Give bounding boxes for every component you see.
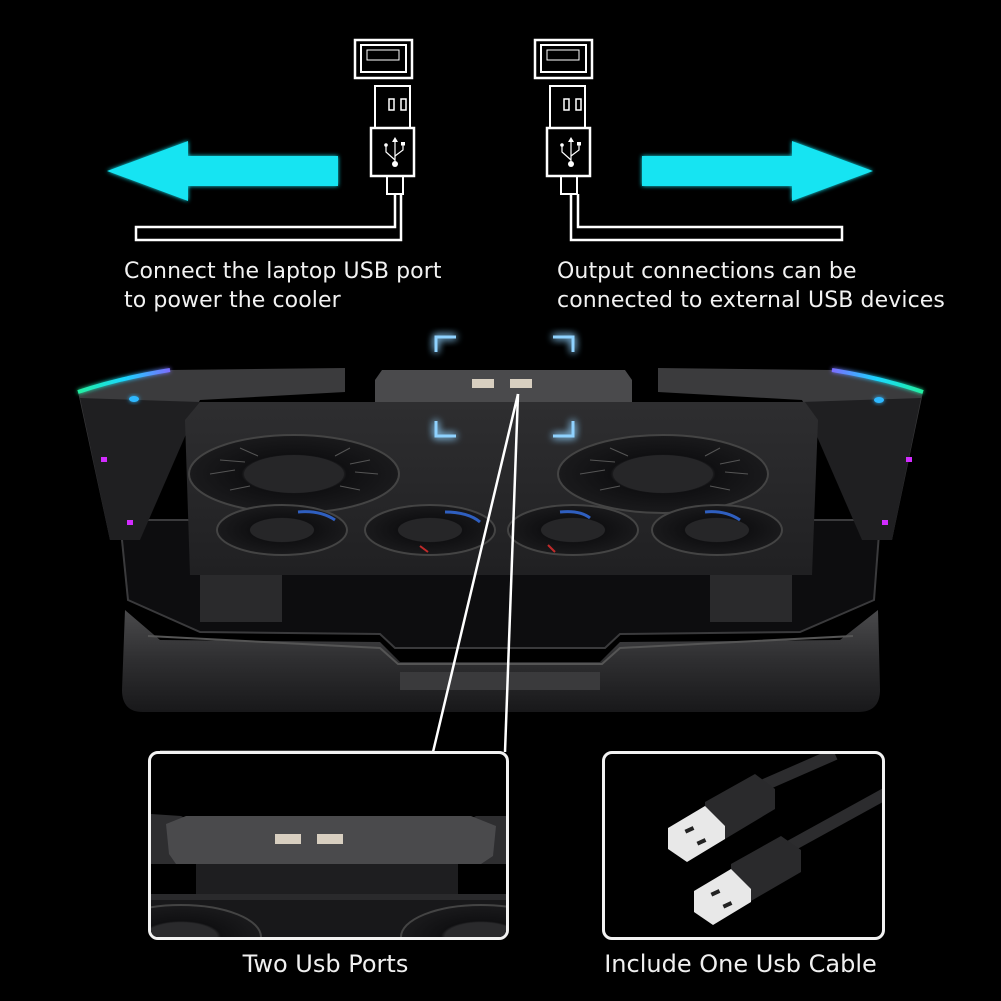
usb-ports-inset (148, 751, 509, 940)
usb-cable-label: Include One Usb Cable (604, 950, 877, 978)
left-caption-line-2: to power the cooler (124, 288, 341, 313)
usb-port-1 (472, 379, 494, 388)
usb-plug-left-icon (134, 38, 416, 242)
usb-cable-inset (602, 751, 885, 940)
usb-port-2 (510, 379, 532, 388)
arrow-right-icon (642, 141, 873, 201)
right-caption-line-1: Output connections can be (557, 259, 857, 284)
left-caption-line-1: Connect the laptop USB port (124, 259, 442, 284)
usb-ports-label: Two Usb Ports (242, 950, 409, 978)
laptop-cooler (77, 368, 924, 712)
usb-plug-right-icon (533, 38, 844, 242)
left-connection-caption: Connect the laptop USB port to power the… (124, 257, 442, 315)
fan-icon (188, 434, 783, 556)
right-caption-line-2: connected to external USB devices (557, 288, 945, 313)
highlight-brackets (434, 335, 575, 438)
usb-ports-closeup-image (151, 814, 506, 937)
right-connection-caption: Output connections can be connected to e… (557, 257, 945, 315)
arrow-left-icon (107, 141, 338, 201)
usb-cable-closeup-image (668, 754, 882, 925)
